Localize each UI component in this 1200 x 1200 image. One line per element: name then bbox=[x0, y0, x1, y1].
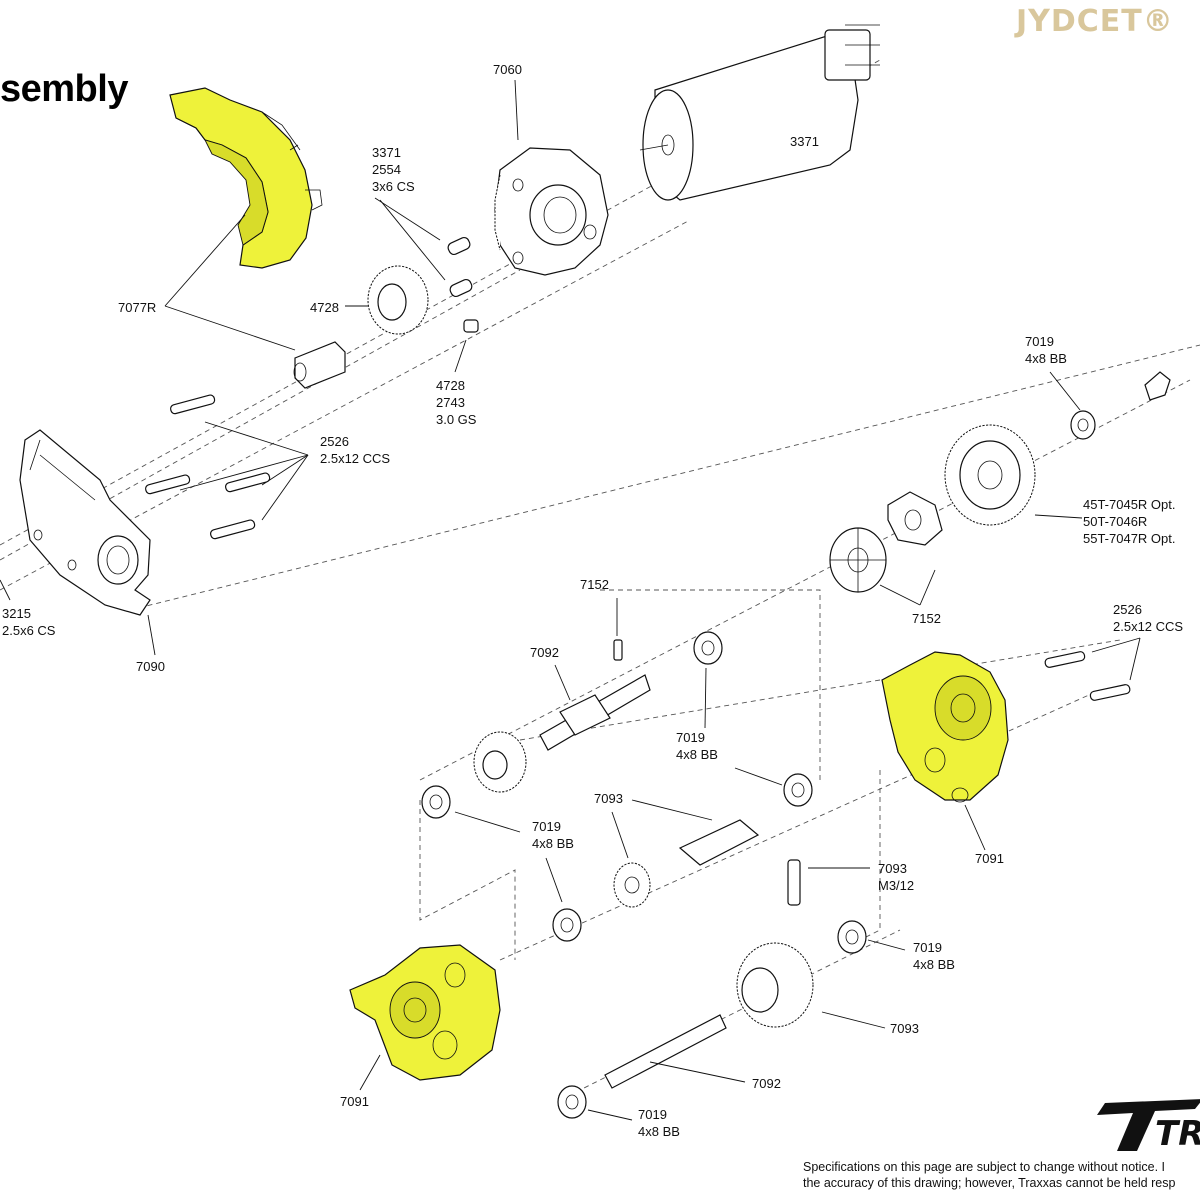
gearbox-half-7091-right bbox=[881, 651, 1009, 803]
motor-3371 bbox=[639, 24, 880, 201]
label-7152-top: 7152 bbox=[580, 577, 609, 592]
footer-line-2: the accuracy of this drawing; however, T… bbox=[803, 1176, 1176, 1190]
label-7093-shaft: 7093 bbox=[594, 791, 623, 806]
spur-gear-assembly bbox=[829, 371, 1171, 593]
logo-text: TRA bbox=[1155, 1114, 1200, 1154]
motor-mount-7060 bbox=[494, 147, 609, 276]
motor-plate-7090 bbox=[19, 429, 151, 616]
label-7090: 7090 bbox=[136, 659, 165, 674]
label-7091-right: 7091 bbox=[975, 851, 1004, 866]
footer-line-1: Specifications on this page are subject … bbox=[803, 1160, 1166, 1174]
label-7152-mid: 7152 bbox=[912, 611, 941, 626]
label-7077r: 7077R bbox=[118, 300, 157, 315]
leader-lines bbox=[0, 79, 1141, 1121]
label-7092-top: 7092 bbox=[530, 645, 559, 660]
label-7092-bottom: 7092 bbox=[752, 1076, 781, 1091]
label-3371-motor: 3371 bbox=[790, 134, 819, 149]
page-title: sembly bbox=[0, 68, 128, 110]
screws-left bbox=[145, 394, 271, 540]
label-7091-left: 7091 bbox=[340, 1094, 369, 1109]
label-4728-pinion: 4728 bbox=[310, 300, 339, 315]
gearbox-half-7091-left bbox=[349, 944, 501, 1081]
small-hardware-upper bbox=[293, 236, 479, 389]
watermark: JYDCET® bbox=[1016, 4, 1174, 39]
transmission-internals bbox=[421, 631, 1131, 1119]
footer-disclaimer: Specifications on this page are subject … bbox=[803, 1159, 1175, 1191]
label-7060: 7060 bbox=[493, 62, 522, 77]
motor-cover-7077r bbox=[169, 87, 323, 269]
label-7093-gear: 7093 bbox=[890, 1021, 919, 1036]
traxxas-logo: TRA bbox=[1097, 1099, 1200, 1154]
